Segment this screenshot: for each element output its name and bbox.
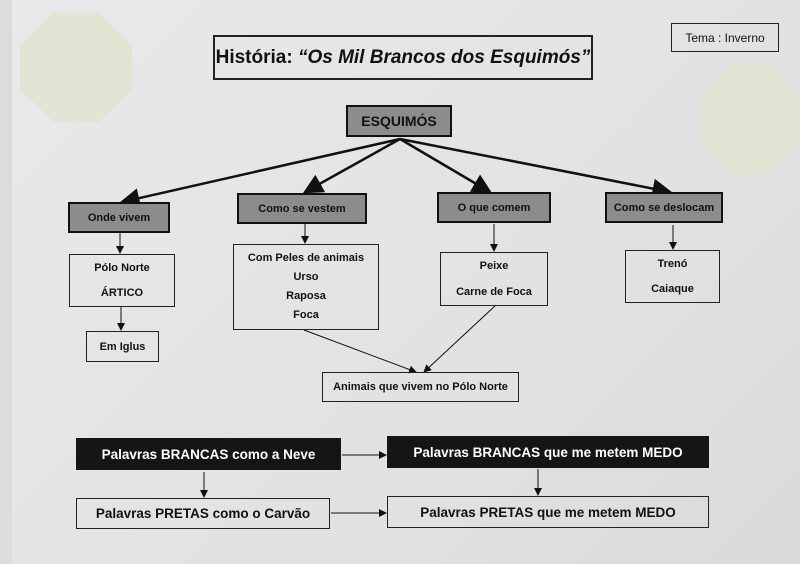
title-box: História: “Os Mil Brancos dos Esquimós” bbox=[213, 35, 593, 80]
text-line: Animais que vivem no Pólo Norte bbox=[333, 381, 508, 393]
arrow-root-comem bbox=[399, 137, 493, 194]
arrow-root-vestem bbox=[302, 137, 401, 194]
black-fear-box: Palavras PRETAS que me metem MEDO bbox=[387, 496, 709, 528]
text-line: Caiaque bbox=[651, 283, 694, 296]
arrow-root-onde bbox=[119, 137, 401, 208]
magnet-right bbox=[700, 64, 800, 174]
text-line: Palavras BRANCAS que me metem MEDO bbox=[413, 444, 683, 460]
text-line: ÁRTICO bbox=[100, 287, 144, 300]
category-label: Onde vivem bbox=[87, 211, 151, 224]
white-fear-box: Palavras BRANCAS que me metem MEDO bbox=[387, 436, 709, 468]
text-line: Trenó bbox=[657, 257, 688, 270]
text-line: Pólo Norte bbox=[94, 261, 150, 274]
text-line: Em Iglus bbox=[99, 340, 146, 353]
arrow-root-deslocam bbox=[399, 137, 673, 199]
category-label: O que comem bbox=[457, 201, 531, 214]
theme-box: Tema : Inverno bbox=[671, 23, 779, 52]
animals-box: Animais que vivem no Pólo Norte bbox=[322, 372, 519, 402]
text-line: Foca bbox=[293, 309, 319, 321]
white-snow-box: Palavras BRANCAS como a Neve bbox=[76, 438, 341, 470]
category-onde-vivem: Onde vivem bbox=[68, 202, 170, 233]
category-o-que-comem: O que comem bbox=[437, 192, 551, 223]
text-line: Urso bbox=[293, 271, 319, 283]
iglus-box: Em Iglus bbox=[86, 331, 159, 362]
text-line: Palavras PRETAS como o Carvão bbox=[95, 506, 311, 521]
title-story: “Os Mil Brancos dos Esquimós” bbox=[297, 46, 591, 68]
theme-label: Tema : Inverno bbox=[685, 30, 765, 45]
title-prefix: História: bbox=[215, 46, 298, 68]
text-line: Peixe bbox=[479, 260, 509, 272]
root-node: ESQUIMÓS bbox=[346, 105, 452, 137]
text-line: Palavras BRANCAS como a Neve bbox=[101, 446, 316, 462]
category-como-se-vestem: Como se vestem bbox=[237, 193, 367, 224]
category-como-se-deslocam: Como se deslocam bbox=[605, 192, 723, 223]
text-line: Carne de Foca bbox=[456, 286, 532, 298]
root-label: ESQUIMÓS bbox=[361, 113, 437, 129]
text-line: Raposa bbox=[286, 290, 326, 302]
category-label: Como se deslocam bbox=[613, 201, 715, 214]
whiteboard bbox=[12, 0, 800, 564]
text-line: Palavras PRETAS que me metem MEDO bbox=[420, 504, 676, 520]
magnet-left bbox=[20, 12, 132, 122]
black-coal-box: Palavras PRETAS como o Carvão bbox=[76, 498, 330, 529]
text-line: Com Peles de animais bbox=[247, 252, 365, 264]
category-label: Como se vestem bbox=[258, 202, 346, 215]
